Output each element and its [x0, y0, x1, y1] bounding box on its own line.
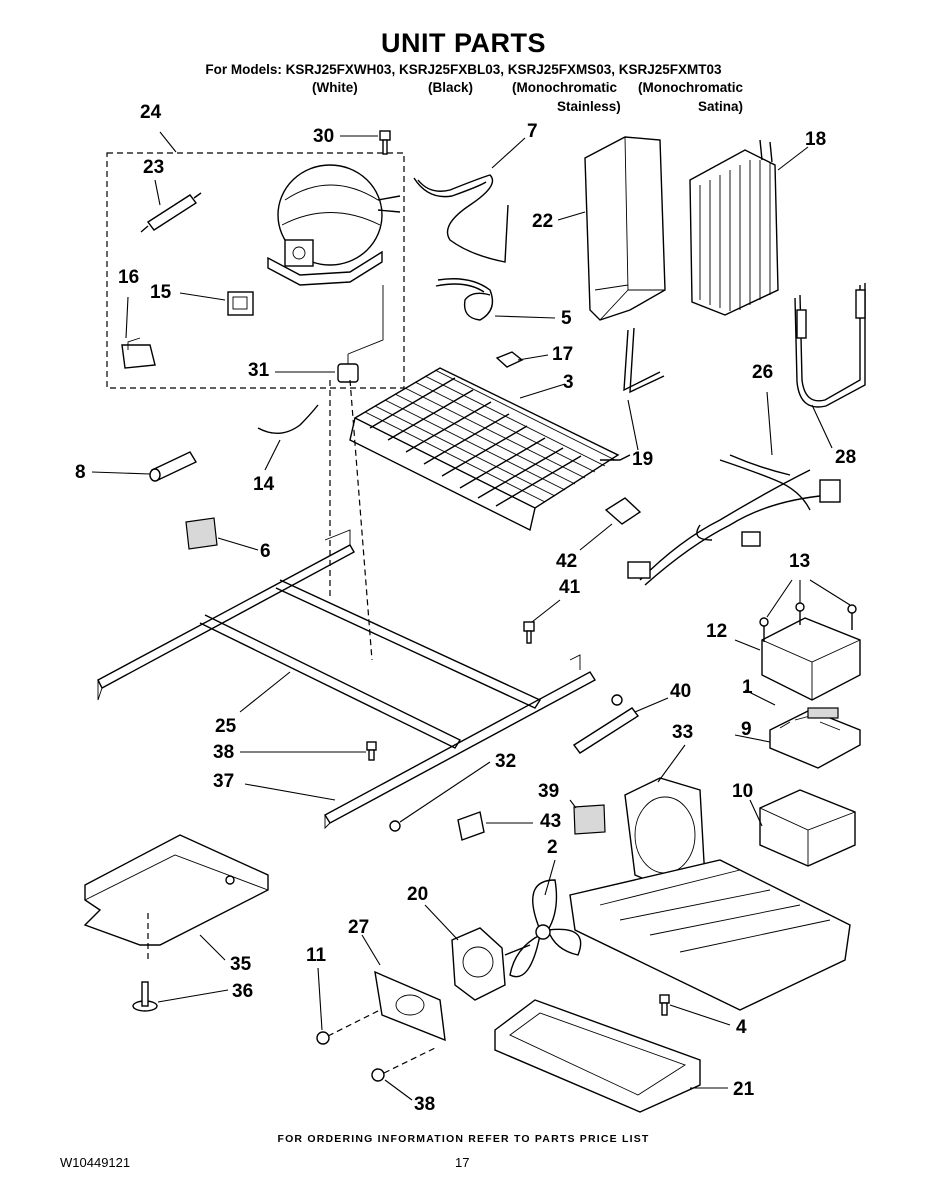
condenser-tube [417, 174, 509, 263]
leader-lines [91, 131, 851, 1101]
screws-13 [759, 602, 857, 642]
variant-white: (White) [312, 80, 358, 95]
callout-3: 3 [563, 372, 574, 393]
callout-32: 32 [495, 751, 517, 772]
page-number: 17 [455, 1155, 470, 1170]
callout-11: 11 [306, 945, 327, 966]
callout-13: 13 [789, 551, 811, 572]
callout-26: 26 [752, 362, 774, 383]
callout-39: 39 [538, 781, 560, 802]
callout-10: 10 [732, 781, 754, 802]
control-box-base [759, 789, 856, 867]
screw-41 [523, 621, 535, 632]
callout-9: 9 [741, 719, 752, 740]
callout-35: 35 [230, 954, 252, 975]
leveling-foot [132, 981, 158, 1012]
control-box-cover [761, 617, 861, 701]
grommet-43 [457, 811, 485, 841]
relay [227, 291, 254, 316]
callout-20: 20 [407, 884, 429, 905]
callout-28: 28 [835, 447, 857, 468]
callout-16: 16 [118, 267, 140, 288]
callout-21: 21 [733, 1079, 755, 1100]
grommet [337, 285, 384, 383]
compressor-group-box [106, 152, 405, 389]
strap [572, 707, 640, 754]
callout-37: 37 [213, 771, 235, 792]
document-number: W10449121 [60, 1155, 131, 1170]
callout-7: 7 [527, 121, 538, 142]
condenser-shroud [584, 136, 666, 321]
screw-4 [659, 994, 670, 1004]
variant-mono-satina-2: Satina) [698, 99, 744, 114]
clip [495, 351, 524, 368]
fan-blade [509, 879, 582, 978]
variant-mono-stainless-2: Stainless) [557, 99, 621, 114]
callout-38-bottom: 38 [414, 1094, 436, 1115]
control-board [769, 707, 861, 769]
callout-4: 4 [736, 1017, 747, 1038]
callout-23: 23 [143, 157, 165, 178]
callout-12: 12 [706, 621, 728, 642]
callout-33: 33 [672, 722, 694, 743]
variant-mono-satina-1: (Monochromatic [638, 80, 744, 95]
page-title: UNIT PARTS [381, 28, 546, 58]
callout-40: 40 [670, 681, 692, 702]
callout-30: 30 [313, 126, 335, 147]
filter-drier [140, 192, 202, 233]
cover-panel [83, 834, 269, 960]
callout-24: 24 [140, 102, 162, 123]
screw-38 [366, 741, 377, 751]
callout-2: 2 [547, 837, 558, 858]
callout-8: 8 [75, 462, 86, 483]
rail [324, 654, 596, 830]
variant-mono-stainless-1: (Monochromatic [512, 80, 618, 95]
heat-exchanger-tube [794, 283, 866, 408]
pad-6 [185, 517, 218, 550]
callout-25: 25 [215, 716, 237, 737]
overload [121, 344, 156, 369]
callout-43: 43 [540, 811, 562, 832]
callout-22: 22 [532, 211, 554, 232]
drain-pan [494, 999, 701, 1113]
callout-18: 18 [805, 129, 827, 150]
screw-30 [379, 130, 391, 155]
callout-17: 17 [552, 344, 574, 365]
motor-bracket [374, 970, 446, 1042]
callout-6: 6 [260, 541, 271, 562]
callout-41: 41 [559, 577, 581, 598]
loop-tube [437, 278, 494, 321]
callout-14: 14 [253, 474, 275, 495]
models-line: For Models: KSRJ25FXWH03, KSRJ25FXBL03, … [205, 62, 722, 77]
callout-5: 5 [561, 308, 572, 329]
evaporator [349, 367, 631, 532]
variant-black: (Black) [428, 80, 474, 95]
compressor [267, 164, 401, 286]
callout-36: 36 [232, 981, 254, 1002]
callout-27: 27 [348, 917, 370, 938]
wire-harness [627, 454, 841, 586]
pad-39 [573, 804, 606, 835]
callout-19: 19 [632, 449, 654, 470]
condenser-coil [689, 139, 779, 316]
frame-guide-lines [329, 379, 373, 661]
ordering-info: FOR ORDERING INFORMATION REFER TO PARTS … [277, 1133, 650, 1145]
screw-11 [316, 1031, 330, 1045]
wire-bracket [623, 329, 661, 392]
fan-motor [451, 927, 531, 1001]
callout-1: 1 [742, 677, 753, 698]
fan-shroud-and-base [569, 777, 851, 1011]
mounting-frame [97, 529, 542, 749]
callout-31: 31 [248, 360, 270, 381]
callout-15: 15 [150, 282, 172, 303]
callout-42: 42 [556, 551, 578, 572]
callout-38: 38 [213, 742, 235, 763]
wire-14 [257, 404, 319, 434]
clip-42 [604, 497, 642, 525]
screw-38b [371, 1068, 385, 1082]
